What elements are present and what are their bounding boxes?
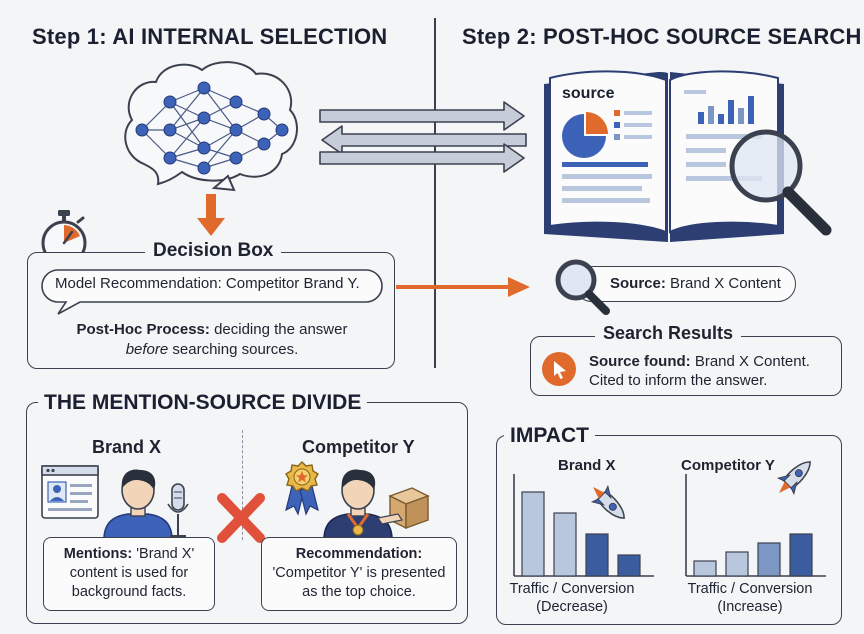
decision-box-title: Decision Box xyxy=(145,240,282,262)
impact-right-caption-line1: Traffic / Conversion xyxy=(687,581,813,597)
impact-title: IMPACT xyxy=(504,424,595,448)
brand-x-caption-box: Mentions: 'Brand X' content is used for … xyxy=(43,537,215,611)
impact-right-bar-2 xyxy=(725,551,749,577)
impact-left-caption: Traffic / Conversion (Decrease) xyxy=(506,580,638,616)
source-label: Source: xyxy=(610,275,666,292)
impact-left-bar-3 xyxy=(585,533,609,577)
source-book-icon: source xyxy=(544,70,832,242)
impact-left-bar-2 xyxy=(553,512,577,577)
source-search-text: Source: Brand X Content xyxy=(610,275,781,292)
brand-x-caption-line3: background facts. xyxy=(71,584,187,600)
brand-x-caption-label: Mentions: xyxy=(63,546,133,562)
brand-x-person-icon xyxy=(41,465,189,541)
impact-right-bar-3 xyxy=(757,542,781,577)
rocket-up-icon xyxy=(776,461,811,496)
competitor-y-caption-label: Recommendation: xyxy=(295,546,423,562)
book-source-label: source xyxy=(562,85,615,102)
search-results-box xyxy=(530,336,842,396)
impact-right-caption: Traffic / Conversion (Increase) xyxy=(680,580,820,616)
competitor-y-name: Competitor Y xyxy=(302,437,415,457)
post-hoc-line1: deciding the answer xyxy=(214,321,348,338)
impact-left-chart xyxy=(513,474,654,577)
source-search-pill xyxy=(574,266,796,302)
post-hoc-process-text: Post-Hoc Process: deciding the answer be… xyxy=(40,320,384,360)
rocket-down-icon xyxy=(590,484,625,519)
impact-right-bar-1 xyxy=(693,560,717,577)
search-results-text: Source found: Brand X Content. Cited to … xyxy=(589,352,810,390)
impact-left-caption-line1: Traffic / Conversion xyxy=(509,581,635,597)
divide-separator xyxy=(242,430,243,540)
impact-left-bar-4 xyxy=(617,554,641,577)
post-hoc-label: Post-Hoc Process: xyxy=(76,321,210,338)
magnifier-icon xyxy=(555,259,610,315)
cursor-click-icon xyxy=(542,352,576,386)
found-text: Brand X Content. xyxy=(694,353,810,370)
brand-x-caption-line2: content is used for xyxy=(69,565,189,581)
competitor-y-caption-box: Recommendation: 'Competitor Y' is presen… xyxy=(261,537,457,611)
impact-left-bar-1 xyxy=(521,491,545,577)
flow-arrow-icon xyxy=(396,277,530,297)
competitor-y-caption-line1: 'Competitor Y' is presented xyxy=(272,565,446,581)
red-x-icon xyxy=(217,493,265,543)
center-divider xyxy=(434,18,436,368)
impact-right-name: Competitor Y xyxy=(681,457,775,474)
impact-right-chart xyxy=(685,461,826,577)
step1-title: Step 1: AI INTERNAL SELECTION xyxy=(32,24,388,49)
brand-x-caption-line1: 'Brand X' xyxy=(136,546,195,562)
post-hoc-emphasis: before xyxy=(125,341,169,358)
down-arrow-icon xyxy=(197,194,225,236)
competitor-y-person-icon xyxy=(285,461,430,541)
source-value: Brand X Content xyxy=(670,275,781,292)
impact-right-caption-line2: (Increase) xyxy=(717,599,783,615)
impact-right-bar-4 xyxy=(789,533,813,577)
neural-brain-icon xyxy=(124,61,298,192)
competitor-y-caption-line2: as the top choice. xyxy=(302,584,416,600)
search-results-title: Search Results xyxy=(595,323,742,344)
recommendation-text: Model Recommendation: Competitor Brand Y… xyxy=(55,275,360,292)
exchange-arrows-icon xyxy=(319,101,527,173)
divide-title: THE MENTION-SOURCE DIVIDE xyxy=(38,391,368,415)
recommendation-bubble xyxy=(41,269,383,315)
found-label: Source found: xyxy=(589,353,691,370)
post-hoc-line2: searching sources. xyxy=(172,341,299,358)
impact-left-caption-line2: (Decrease) xyxy=(536,599,608,615)
found-line2: Cited to inform the answer. xyxy=(589,372,768,389)
brand-x-name: Brand X xyxy=(92,437,162,457)
impact-left-name: Brand X xyxy=(558,457,616,474)
step2-title: Step 2: POST-HOC SOURCE SEARCH xyxy=(462,24,862,49)
